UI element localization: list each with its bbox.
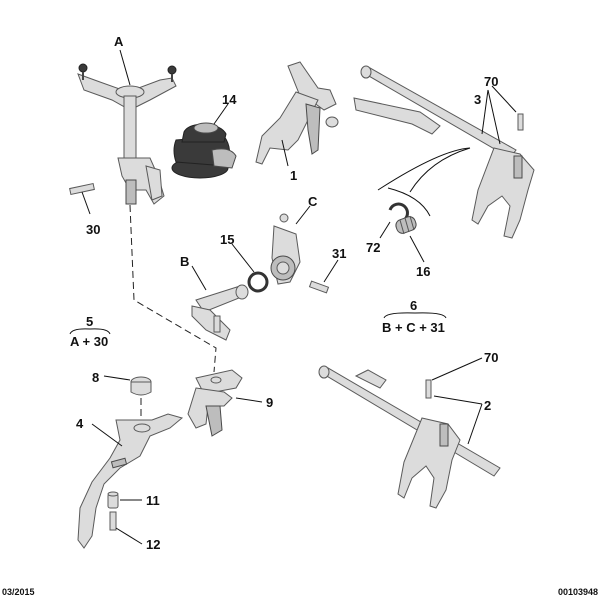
label-a-plus-30: A + 30 bbox=[70, 334, 108, 349]
part-15-washer bbox=[247, 271, 269, 293]
label-b: B bbox=[180, 254, 189, 269]
label-16: 16 bbox=[416, 264, 430, 279]
part-14-boot bbox=[171, 122, 237, 179]
label-3: 3 bbox=[474, 92, 481, 107]
label-12: 12 bbox=[146, 537, 160, 552]
part-30-pin bbox=[69, 182, 95, 196]
label-72: 72 bbox=[366, 240, 380, 255]
label-70-lower: 70 bbox=[484, 350, 498, 365]
label-1: 1 bbox=[290, 168, 297, 183]
label-4: 4 bbox=[76, 416, 84, 431]
label-9: 9 bbox=[266, 395, 273, 410]
label-11: 11 bbox=[146, 493, 160, 508]
part-3-shaft-fork bbox=[353, 65, 535, 239]
label-31: 31 bbox=[332, 246, 346, 261]
label-c: C bbox=[308, 194, 318, 209]
part-16-spring bbox=[395, 215, 417, 235]
part-9-bracket bbox=[187, 369, 243, 437]
label-70-upper: 70 bbox=[484, 74, 498, 89]
part-a-selector-lever bbox=[77, 63, 177, 205]
leader-lines bbox=[81, 49, 517, 545]
label-15: 15 bbox=[220, 232, 234, 247]
part-8-cap bbox=[130, 376, 152, 396]
footer-reference: 00103948 bbox=[558, 587, 598, 597]
part-12-pin bbox=[109, 511, 117, 531]
part-2-shaft-fork bbox=[318, 365, 501, 509]
label-a: A bbox=[114, 34, 124, 49]
part-31-pin bbox=[308, 280, 330, 294]
label-30: 30 bbox=[86, 222, 100, 237]
label-6: 6 bbox=[410, 298, 417, 313]
part-11-sleeve bbox=[107, 491, 119, 509]
part-1-fork bbox=[255, 61, 339, 165]
label-8: 8 bbox=[92, 370, 99, 385]
label-2: 2 bbox=[484, 398, 491, 413]
label-b-plus-c-plus-31: B + C + 31 bbox=[382, 320, 445, 335]
label-5: 5 bbox=[86, 314, 93, 329]
part-c-lever bbox=[270, 213, 301, 285]
label-14: 14 bbox=[222, 92, 237, 107]
part-4-lever bbox=[77, 413, 184, 549]
footer-date: 03/2015 bbox=[2, 587, 35, 597]
part-b-link bbox=[191, 284, 249, 341]
